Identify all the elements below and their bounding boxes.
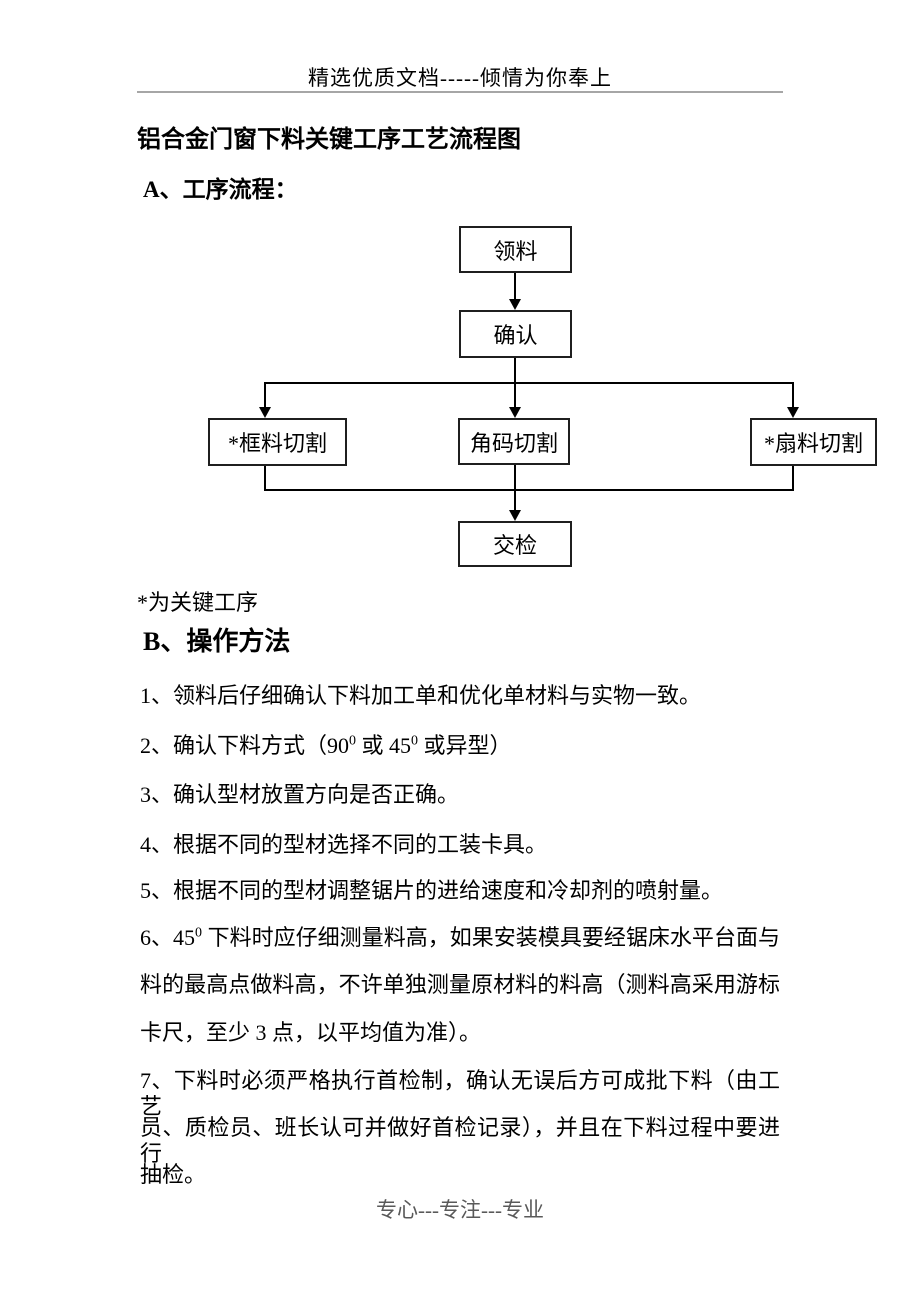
operation-text: 7、下料时必须严格执行首检制，确认无误后方可成批下料（由工艺 — [140, 1068, 780, 1120]
operation-text: 抽检。 — [140, 1162, 207, 1187]
connector-lingliao-queren — [514, 273, 516, 300]
operation-line: 抽检。 — [140, 1162, 780, 1188]
connector-merge-middle — [514, 465, 516, 491]
superscript-zero: 0 — [411, 733, 419, 749]
operation-text: 下料时应仔细测量料高，如果安装模具要经锯床水平台面与 — [202, 925, 780, 950]
operation-text: 1、领料后仔细确认下料加工单和优化单材料与实物一致。 — [140, 683, 702, 708]
flowchart-box-shanliao: *扇料切割 — [750, 418, 877, 466]
header-rule — [137, 91, 783, 93]
connector-branch-left — [264, 382, 266, 408]
operation-text: 或 45 — [356, 733, 412, 758]
operation-line: 7、下料时必须严格执行首检制，确认无误后方可成批下料（由工艺 — [140, 1068, 780, 1121]
operation-line: 1、领料后仔细确认下料加工单和优化单材料与实物一致。 — [140, 683, 780, 709]
flowchart-box-jiaoma: 角码切割 — [458, 418, 570, 465]
operation-text: 4、根据不同的型材选择不同的工装卡具。 — [140, 832, 548, 857]
connector-to-jiaojian — [514, 489, 516, 511]
operation-text: 员、质检员、班长认可并做好首检记录），并且在下料过程中要进行 — [140, 1115, 780, 1167]
operation-text: 2、确认下料方式（90 — [140, 733, 350, 758]
section-b-heading: B、操作方法 — [143, 627, 291, 656]
operation-line: 卡尺，至少 3 点，以平均值为准）。 — [140, 1020, 780, 1046]
connector-merge-horizontal — [265, 489, 794, 491]
operation-text: 5、根据不同的型材调整锯片的进给速度和冷却剂的喷射量。 — [140, 878, 724, 903]
operation-text: 卡尺，至少 3 点，以平均值为准）。 — [140, 1020, 482, 1045]
operation-line: 4、根据不同的型材选择不同的工装卡具。 — [140, 832, 780, 858]
arrowhead-icon — [787, 407, 799, 418]
arrowhead-icon — [259, 407, 271, 418]
document-title: 铝合金门窗下料关键工序工艺流程图 — [137, 127, 521, 153]
connector-branch-middle — [514, 382, 516, 408]
operation-text: 或异型） — [418, 733, 512, 758]
flowchart-box-kuangliao: *框料切割 — [208, 418, 347, 466]
connector-merge-right — [792, 466, 794, 491]
connector-merge-left — [264, 466, 266, 491]
operation-line: 5、根据不同的型材调整锯片的进给速度和冷却剂的喷射量。 — [140, 878, 780, 904]
operation-line: 员、质检员、班长认可并做好首检记录），并且在下料过程中要进行 — [140, 1115, 780, 1168]
arrowhead-icon — [509, 510, 521, 521]
connector-queren-branch — [514, 358, 516, 383]
connector-branch-horizontal — [265, 382, 794, 384]
flowchart-box-queren: 确认 — [459, 310, 572, 358]
header-text: 精选优质文档-----倾情为你奉上 — [308, 66, 612, 90]
superscript-zero: 0 — [195, 925, 203, 941]
arrowhead-icon — [509, 407, 521, 418]
flowchart-box-lingliao: 领料 — [459, 226, 572, 273]
operation-text: 料的最高点做料高，不许单独测量原材料的料高（测料高采用游标 — [140, 972, 780, 997]
key-process-note: *为关键工序 — [137, 590, 259, 615]
operation-line: 料的最高点做料高，不许单独测量原材料的料高（测料高采用游标 — [140, 972, 780, 998]
connector-branch-right — [792, 382, 794, 408]
operation-text: 6、45 — [140, 925, 196, 950]
arrowhead-icon — [509, 299, 521, 310]
footer-text: 专心---专注---专业 — [376, 1198, 544, 1222]
section-a-heading: A、工序流程： — [143, 177, 298, 202]
superscript-zero: 0 — [349, 733, 357, 749]
operation-line: 2、确认下料方式（900 或 450 或异型） — [140, 733, 780, 759]
operation-text: 3、确认型材放置方向是否正确。 — [140, 782, 460, 807]
operation-line: 6、450 下料时应仔细测量料高，如果安装模具要经锯床水平台面与 — [140, 925, 780, 951]
operation-line: 3、确认型材放置方向是否正确。 — [140, 782, 780, 808]
flowchart-box-jiaojian: 交检 — [458, 521, 572, 567]
